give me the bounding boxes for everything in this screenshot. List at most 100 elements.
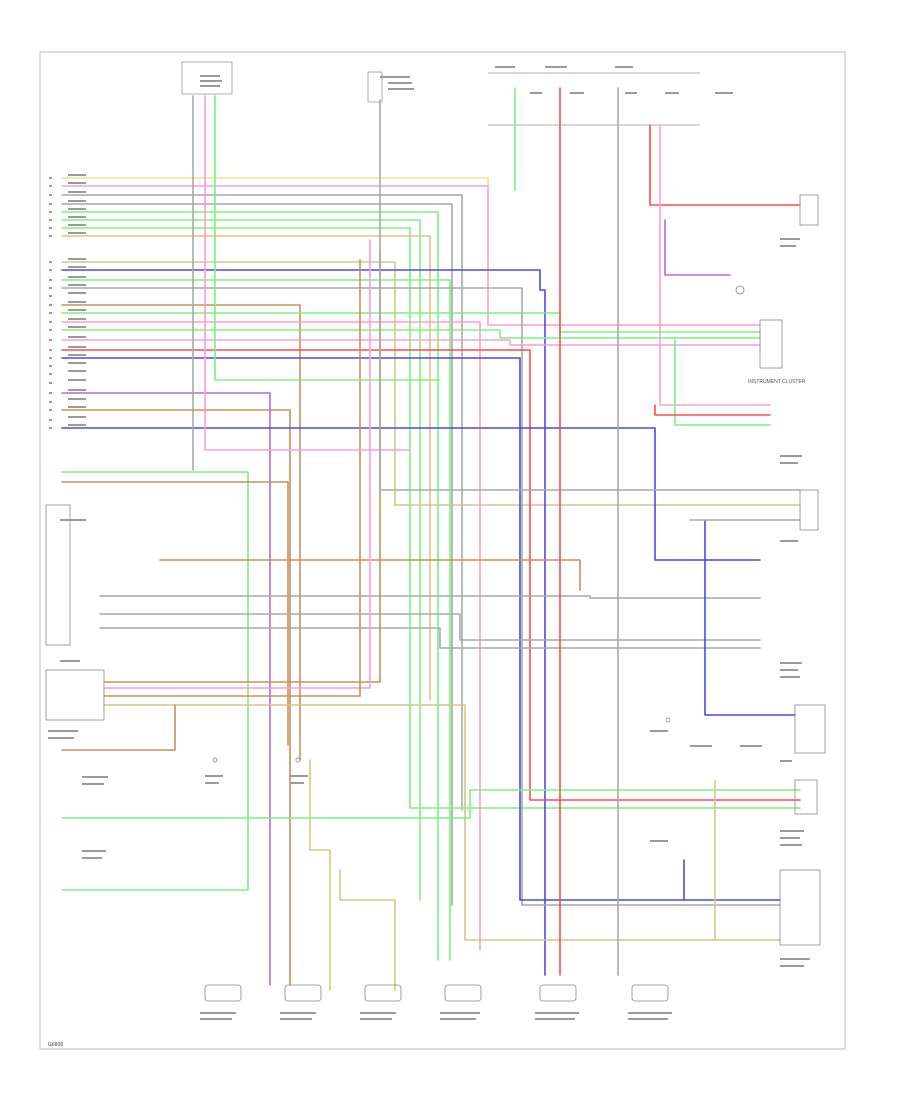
label-mark bbox=[68, 301, 86, 303]
label-mark bbox=[200, 75, 220, 77]
cluster-connector bbox=[759, 319, 783, 369]
label-mark bbox=[615, 66, 633, 68]
illegible-label-marks bbox=[48, 66, 810, 1020]
label-mark bbox=[68, 182, 86, 184]
wire-pink bbox=[61, 185, 761, 326]
diagram-border bbox=[39, 51, 846, 1050]
label-mark bbox=[68, 309, 86, 311]
label-mark bbox=[49, 219, 52, 221]
label-mark bbox=[780, 844, 802, 846]
label-mark bbox=[68, 398, 86, 400]
wire-gray bbox=[379, 99, 801, 491]
wire-blue bbox=[61, 357, 781, 901]
label-mark bbox=[380, 76, 410, 78]
right-connector-2 bbox=[799, 489, 819, 531]
label-mark bbox=[535, 1012, 579, 1014]
instrument-cluster-label: INSTRUMENT CLUSTER bbox=[748, 379, 806, 385]
label-mark bbox=[200, 80, 222, 82]
label-mark bbox=[650, 730, 668, 732]
wire-tan bbox=[61, 235, 431, 701]
label-mark bbox=[48, 730, 78, 732]
label-mark bbox=[49, 312, 52, 314]
label-mark bbox=[82, 776, 108, 778]
wire-green bbox=[61, 227, 801, 809]
label-mark bbox=[49, 194, 52, 196]
wire-tan bbox=[339, 869, 396, 991]
wire-blue bbox=[61, 269, 546, 976]
wire-pink bbox=[659, 124, 771, 406]
label-mark bbox=[280, 1018, 312, 1020]
label-mark bbox=[60, 519, 86, 521]
label-mark bbox=[49, 349, 52, 351]
label-mark bbox=[68, 224, 86, 226]
bottom-sensors bbox=[204, 984, 669, 1002]
label-mark bbox=[628, 1018, 668, 1020]
label-mark bbox=[68, 266, 86, 268]
label-mark bbox=[68, 208, 86, 210]
wire-red bbox=[654, 404, 771, 416]
label-mark bbox=[495, 66, 515, 68]
label-mark bbox=[49, 427, 52, 429]
label-mark bbox=[68, 216, 86, 218]
right-connector-5 bbox=[779, 869, 821, 946]
label-mark bbox=[780, 238, 800, 240]
label-mark bbox=[628, 1012, 672, 1014]
wire-green bbox=[61, 211, 439, 961]
label-mark bbox=[780, 837, 800, 839]
label-mark bbox=[48, 737, 74, 739]
wire-gray bbox=[99, 595, 761, 599]
label-mark bbox=[49, 365, 52, 367]
label-mark bbox=[545, 66, 567, 68]
right-connector-1 bbox=[799, 194, 819, 226]
label-mark bbox=[82, 783, 104, 785]
label-mark bbox=[535, 1018, 575, 1020]
label-mark bbox=[82, 857, 102, 859]
label-mark bbox=[68, 284, 86, 286]
wire-tan bbox=[103, 704, 781, 941]
label-mark bbox=[780, 676, 800, 678]
label-mark bbox=[49, 287, 52, 289]
label-mark bbox=[68, 362, 86, 364]
label-mark bbox=[665, 92, 679, 94]
label-mark bbox=[49, 321, 52, 323]
label-mark bbox=[68, 276, 86, 278]
wire-green bbox=[61, 789, 801, 819]
wire-pink bbox=[61, 339, 761, 346]
label-mark bbox=[68, 406, 86, 408]
label-mark bbox=[780, 245, 796, 247]
label-mark bbox=[68, 318, 86, 320]
wire-blue bbox=[704, 519, 796, 716]
label-mark bbox=[200, 1018, 232, 1020]
wire-green bbox=[61, 279, 451, 961]
wire-tan bbox=[61, 261, 801, 506]
label-mark bbox=[49, 382, 52, 384]
wire-yellow bbox=[61, 177, 489, 187]
wire-green bbox=[61, 329, 761, 339]
wire-brown bbox=[103, 249, 381, 683]
wire-red bbox=[61, 349, 801, 801]
label-mark bbox=[49, 211, 52, 213]
wire-brown bbox=[159, 559, 581, 591]
wire-pink bbox=[103, 239, 371, 689]
wire-gray bbox=[61, 203, 453, 906]
label-mark bbox=[690, 745, 712, 747]
label-mark bbox=[780, 662, 802, 664]
label-mark bbox=[68, 424, 86, 426]
wire-green bbox=[674, 339, 771, 426]
wire-blue bbox=[61, 427, 761, 561]
wire-red bbox=[649, 124, 801, 206]
label-mark bbox=[205, 775, 223, 777]
label-mark bbox=[280, 1012, 316, 1014]
switch-box-left bbox=[45, 504, 71, 646]
label-mark bbox=[60, 660, 80, 662]
label-mark bbox=[625, 92, 637, 94]
label-mark bbox=[780, 540, 798, 542]
label-mark bbox=[49, 177, 52, 179]
wire-gray bbox=[99, 627, 761, 649]
top-connectors bbox=[181, 61, 700, 126]
label-mark bbox=[49, 419, 52, 421]
wire-green bbox=[214, 95, 441, 381]
label-mark bbox=[68, 370, 86, 372]
label-mark bbox=[68, 200, 86, 202]
